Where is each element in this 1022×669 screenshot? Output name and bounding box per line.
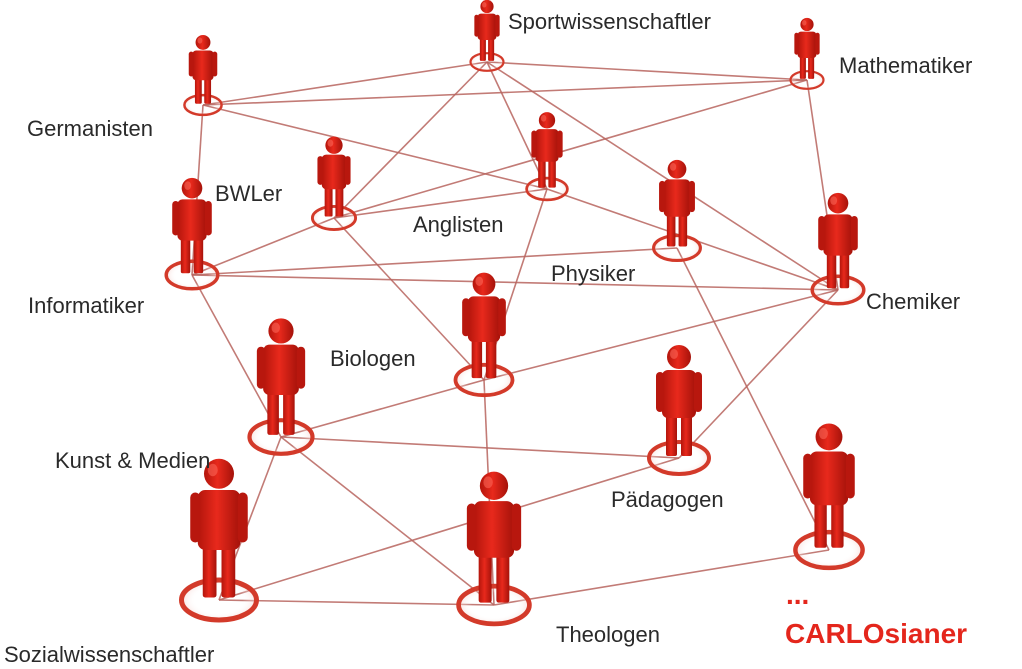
- label-kunst-medien: Kunst & Medien: [55, 448, 210, 473]
- person-icon: [474, 0, 500, 61]
- person-icon: [172, 177, 212, 274]
- ring-glow: [648, 441, 710, 475]
- edge-theologen-carlosianer: [493, 549, 830, 606]
- label-paedagogen: Pädagogen: [611, 487, 724, 512]
- edge-sportwissenschaftler-mathematiker: [486, 61, 808, 81]
- label-anglisten: Anglisten: [413, 212, 504, 237]
- person-biologen: [453, 272, 515, 398]
- person-bwler: [310, 136, 358, 231]
- person-nodes: [164, 0, 866, 627]
- edge-sportwissenschaftler-chemiker: [486, 61, 839, 291]
- person-icon: [794, 17, 820, 79]
- edge-sportwissenschaftler-bwler: [333, 61, 488, 219]
- person-icon: [656, 345, 702, 456]
- ring-glow: [183, 94, 223, 116]
- edge-informatiker-physiker: [191, 247, 678, 276]
- person-icon: [317, 136, 351, 217]
- edge-informatiker-chemiker: [191, 274, 839, 291]
- label-bwler: BWLer: [215, 181, 282, 206]
- label-mathematiker: Mathematiker: [839, 53, 972, 78]
- ring-glow: [457, 584, 531, 626]
- edge-biologen-chemiker: [483, 289, 839, 381]
- ring-glow: [454, 363, 514, 397]
- person-icon: [659, 159, 695, 247]
- ring-glow: [469, 52, 505, 72]
- person-theologen: [456, 471, 532, 627]
- person-icon: [466, 471, 522, 603]
- label-sozialwissenschaftler: Sozialwissenschaftler: [4, 642, 214, 667]
- carlosianer-ellipsis: ...: [786, 579, 809, 610]
- ring: [647, 440, 711, 476]
- label-chemiker: Chemiker: [866, 289, 960, 314]
- ring: [453, 362, 515, 398]
- ring: [525, 176, 569, 202]
- ring: [652, 233, 702, 263]
- ring-glow: [789, 70, 825, 90]
- person-icon: [531, 112, 563, 188]
- edge-mathematiker-bwler: [333, 79, 808, 219]
- ring: [310, 205, 358, 231]
- edge-bwler-biologen: [333, 217, 485, 381]
- ring-glow: [525, 177, 569, 201]
- ring-glow: [165, 260, 219, 290]
- edge-informatiker-kunst: [191, 274, 282, 438]
- person-sportwissenschaftler: [469, 0, 505, 72]
- person-carlosianer: [793, 423, 865, 571]
- ring: [789, 70, 825, 90]
- edge-kunst-paedagogen: [280, 436, 680, 459]
- person-physiker: [652, 159, 702, 263]
- ring: [247, 418, 315, 456]
- ring: [179, 577, 259, 623]
- edge-sportwissenschaftler-anglisten: [486, 61, 548, 190]
- label-germanisten: Germanisten: [27, 116, 153, 141]
- label-theologen: Theologen: [556, 622, 660, 647]
- label-informatiker: Informatiker: [28, 293, 144, 318]
- edge-sozial-theologen: [218, 599, 495, 606]
- label-physiker: Physiker: [551, 261, 635, 286]
- person-chemiker: [810, 192, 866, 306]
- ring-glow: [311, 205, 357, 231]
- person-informatiker: [164, 177, 220, 291]
- edge-chemiker-paedagogen: [678, 289, 839, 459]
- edge-kunst-theologen: [280, 436, 495, 606]
- edge-physiker-carlosianer: [676, 247, 830, 551]
- ring: [183, 93, 223, 117]
- edge-germanisten-sportwissenschaftler: [202, 61, 488, 106]
- person-sozial: [179, 458, 259, 623]
- person-icon: [190, 458, 248, 598]
- ring: [793, 529, 865, 571]
- ring-glow: [652, 234, 702, 262]
- person-anglisten: [525, 112, 569, 202]
- person-germanisten: [183, 34, 223, 117]
- person-paedagogen: [647, 345, 711, 476]
- ring: [456, 583, 532, 627]
- person-icon: [818, 192, 858, 289]
- ring-glow: [811, 275, 865, 305]
- person-mathematiker: [789, 17, 825, 90]
- label-sportwissenschaftler: Sportwissenschaftler: [508, 9, 711, 34]
- person-icon: [188, 34, 218, 104]
- edge-germanisten-mathematiker: [202, 79, 808, 106]
- person-icon: [803, 423, 855, 548]
- label-carlosianer: CARLOsianer: [785, 618, 967, 649]
- ring: [164, 259, 220, 291]
- edge-biologen-kunst: [280, 379, 485, 438]
- ring: [810, 274, 866, 306]
- ring-glow: [180, 578, 258, 622]
- ring-glow: [248, 419, 314, 455]
- edge-bwler-informatiker: [191, 217, 335, 276]
- person-icon: [256, 318, 306, 435]
- edge-paedagogen-sozial: [218, 457, 680, 601]
- person-kunst: [247, 318, 315, 456]
- ring-glow: [794, 530, 864, 570]
- label-biologen: Biologen: [330, 346, 416, 371]
- edge-germanisten-anglisten: [202, 104, 548, 190]
- ring: [469, 52, 505, 72]
- edge-bwler-anglisten: [333, 188, 548, 219]
- person-icon: [462, 272, 506, 379]
